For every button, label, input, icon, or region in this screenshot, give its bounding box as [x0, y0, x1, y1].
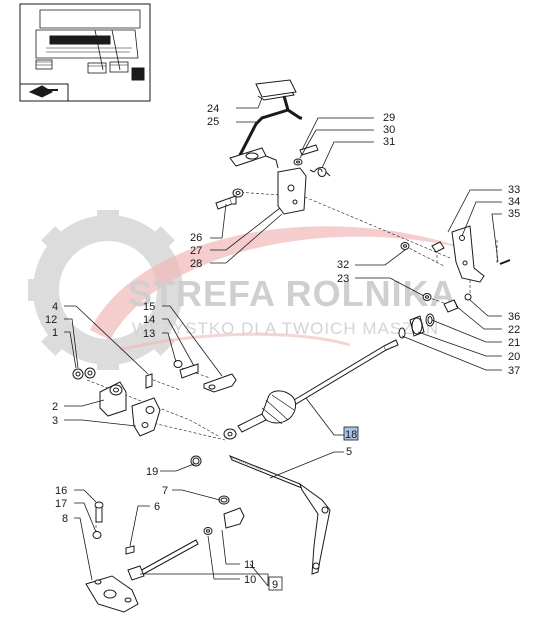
callout-22: 22 — [508, 324, 520, 336]
pedal-bracket — [277, 167, 307, 215]
callout-21: 21 — [508, 337, 520, 349]
callout-19: 19 — [146, 466, 158, 478]
callout-35: 35 — [508, 208, 520, 220]
washer-23 — [422, 293, 432, 301]
callout-29: 29 — [383, 112, 395, 124]
callout-14: 14 — [143, 314, 155, 326]
callout-8: 8 — [62, 513, 68, 525]
callout-13: 13 — [143, 328, 155, 340]
callout-26: 26 — [190, 232, 202, 244]
callout-7: 7 — [162, 485, 168, 497]
watermark-swoosh — [90, 226, 470, 340]
callout-11: 11 — [244, 559, 255, 571]
callout-34: 34 — [508, 196, 520, 208]
callout-9-box — [268, 576, 283, 591]
hardware-29-31 — [293, 144, 331, 177]
callout-33: 33 — [508, 184, 520, 196]
cable-end-parts — [398, 313, 435, 339]
lower-rod-assembly — [127, 495, 245, 581]
thumbnail-inset — [19, 3, 151, 102]
lower-plate-assembly — [85, 501, 139, 613]
callout-labels: 24 25 29 30 31 26 27 28 32 23 33 34 35 3… — [45, 103, 520, 591]
callout-12: 12 — [45, 314, 57, 326]
left-hardware — [72, 360, 237, 467]
callout-27: 27 — [190, 245, 202, 257]
view-arrow-icon — [28, 85, 58, 98]
callout-18-highlight — [343, 426, 359, 441]
callout-6: 6 — [154, 501, 160, 513]
watermark-brand: STREFA ROLNIKA — [128, 273, 457, 314]
brake-rod — [228, 455, 331, 575]
callout-4: 4 — [52, 301, 58, 313]
callout-30: 30 — [383, 124, 395, 136]
callout-23: 23 — [337, 273, 349, 285]
callout-20: 20 — [508, 351, 520, 363]
callout-16: 16 — [55, 485, 67, 497]
brake-cable — [223, 339, 399, 440]
washer-32 — [400, 242, 410, 250]
watermark: STREFA ROLNIKA WSZYSTKO DLA TWOICH MASZY… — [28, 210, 470, 370]
callout-10: 10 — [244, 574, 256, 586]
watermark-gear-icon — [28, 210, 183, 370]
callout-9: 9 — [272, 579, 278, 591]
watermark-tagline: WSZYSTKO DLA TWOICH MASZYN — [132, 319, 439, 338]
callout-2: 2 — [52, 401, 58, 413]
brake-pedal-assembly — [229, 79, 302, 169]
callout-15: 15 — [143, 301, 155, 313]
callout-1: 1 — [52, 327, 58, 339]
callout-24: 24 — [207, 103, 219, 115]
bolt-26 — [215, 188, 244, 210]
callout-25: 25 — [207, 116, 219, 128]
callout-3: 3 — [52, 415, 58, 427]
callout-32: 32 — [337, 259, 349, 271]
callout-18: 18 — [345, 429, 357, 441]
callout-37: 37 — [508, 365, 520, 377]
leader-lines — [64, 97, 502, 587]
callout-28: 28 — [190, 258, 202, 270]
callout-17: 17 — [55, 498, 67, 510]
right-bracket-33-35 — [431, 225, 511, 283]
callout-5: 5 — [346, 446, 352, 458]
callout-31: 31 — [383, 136, 395, 148]
callout-36: 36 — [508, 311, 520, 323]
